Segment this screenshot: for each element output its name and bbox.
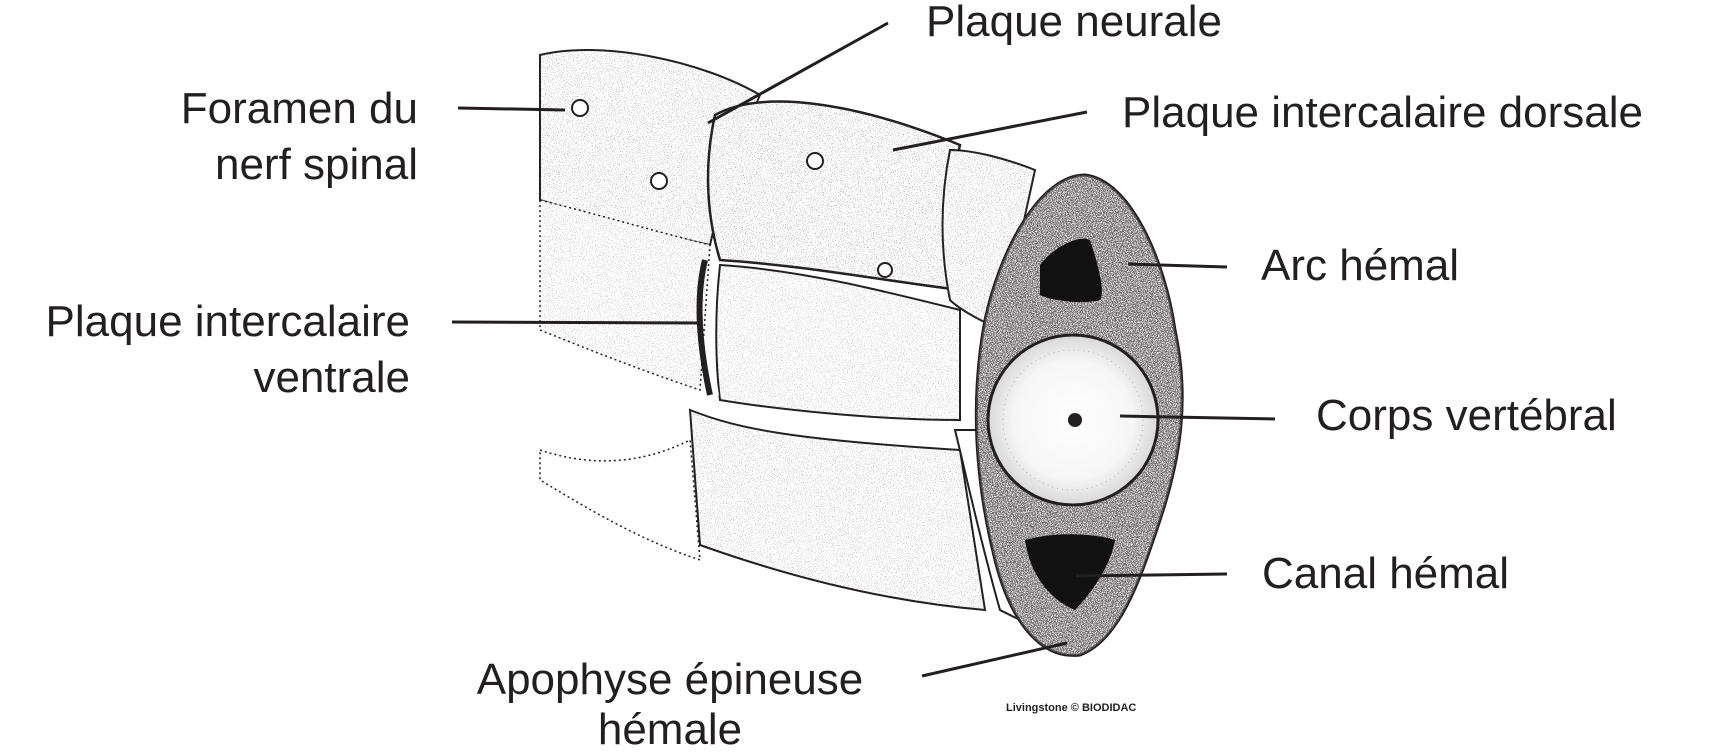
hemal-canal-dark [1025, 534, 1115, 610]
foramen-circle [806, 152, 824, 170]
far-ventral-segment-shape [539, 438, 701, 562]
label-foramen-line2: nerf spinal [214, 140, 418, 189]
leader-arc-hemal [1127, 262, 1228, 269]
label-corps-vertebral: Corps vertébral [1316, 391, 1617, 440]
label-foramen-line1: Foramen du [180, 84, 418, 133]
foramen-circle [877, 262, 893, 278]
copyright-credit: Livingstone © BIODIDAC [1006, 702, 1137, 714]
leader-apophyse [921, 641, 1068, 678]
middle-vertebra [688, 100, 987, 612]
label-apophyse-line1: Apophyse épineuse [476, 655, 864, 704]
label-plaque-intercalaire-ventrale-line1: Plaque intercalaire [45, 297, 410, 346]
leader-plaque-intercalaire-dorsale [892, 110, 1088, 152]
leader-plaque-intercalaire-ventrale [451, 320, 703, 325]
intervertebral-ridge [696, 259, 713, 396]
leader-lines [451, 21, 1276, 678]
label-plaque-intercalaire-dorsale: Plaque intercalaire dorsale [1122, 88, 1643, 137]
label-plaque-neurale: Plaque neurale [926, 0, 1223, 46]
leader-foramen [457, 106, 566, 112]
label-apophyse-line2: hémale [597, 705, 743, 754]
label-canal-hemal: Canal hémal [1262, 549, 1510, 598]
vertebra-cross-section [974, 173, 1184, 657]
leader-corps-vertebral [1119, 414, 1276, 421]
foramen-circle [571, 99, 589, 117]
far-vertebra [539, 49, 762, 562]
leader-plaque-neurale [707, 21, 889, 125]
neural-canal-dark [1040, 238, 1102, 303]
leader-canal-hemal [1075, 572, 1228, 578]
label-arc-hemal: Arc hémal [1261, 241, 1460, 290]
label-plaque-intercalaire-ventrale-line2: ventrale [253, 353, 410, 402]
notochord-center [1068, 413, 1082, 427]
foramen-circle [650, 172, 668, 190]
spinal-nerve-foramina [571, 99, 893, 278]
